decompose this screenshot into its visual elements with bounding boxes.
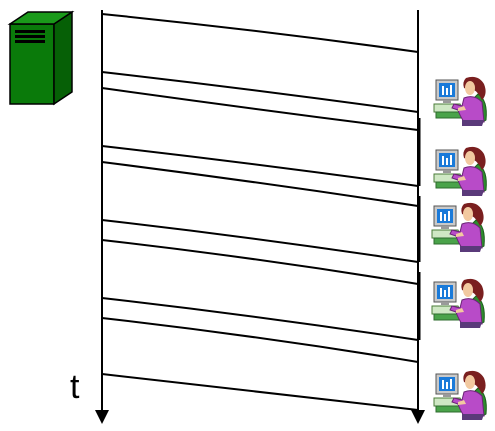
- message-line: [101, 297, 419, 341]
- message-line: [101, 239, 419, 285]
- client-user-icon: [433, 370, 487, 421]
- server-timeline-arrowhead: [95, 410, 109, 424]
- message-line: [101, 145, 419, 187]
- message-line: [101, 373, 419, 411]
- client-timeline: [411, 10, 425, 424]
- client-timeline-arrowhead: [411, 410, 425, 424]
- message-line: [101, 317, 419, 363]
- message-line: [101, 219, 419, 263]
- client-user-icon: [431, 202, 485, 253]
- client-user-icon: [433, 146, 487, 197]
- message-lines: [101, 13, 419, 411]
- server-timeline: [95, 10, 109, 424]
- message-line: [101, 71, 419, 113]
- message-line: [101, 87, 419, 131]
- server-icon: [7, 10, 75, 106]
- client-user-icon: [433, 76, 487, 127]
- message-line: [101, 161, 419, 207]
- message-line: [101, 13, 419, 53]
- client-user-icon: [431, 278, 485, 329]
- time-axis-label: t: [70, 368, 80, 406]
